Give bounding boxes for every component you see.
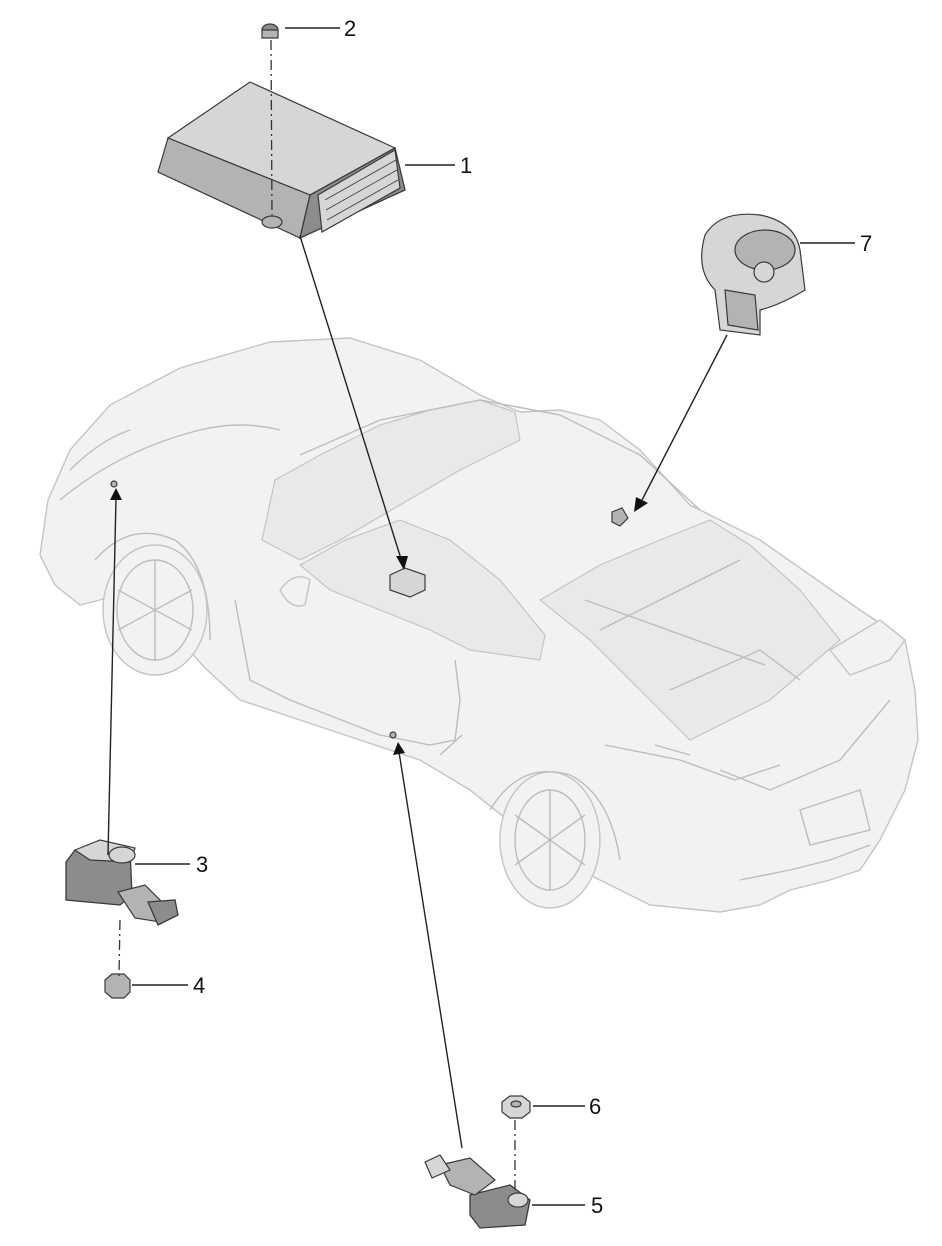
callout-5: 5 bbox=[591, 1193, 603, 1218]
nut-part-4 bbox=[104, 973, 131, 999]
clock-spring-part bbox=[701, 213, 806, 336]
nut-part-6 bbox=[501, 1095, 531, 1119]
callout-4: 4 bbox=[193, 973, 205, 998]
callout-6: 6 bbox=[589, 1094, 601, 1119]
callout-7: 7 bbox=[860, 231, 872, 256]
callout-2: 2 bbox=[344, 16, 356, 41]
side-sensor-part bbox=[424, 1154, 531, 1229]
front-sensor-part bbox=[65, 839, 179, 926]
control-unit-part bbox=[157, 23, 406, 240]
callout-1: 1 bbox=[460, 153, 472, 178]
car-body bbox=[39, 337, 919, 913]
callout-3: 3 bbox=[196, 852, 208, 877]
